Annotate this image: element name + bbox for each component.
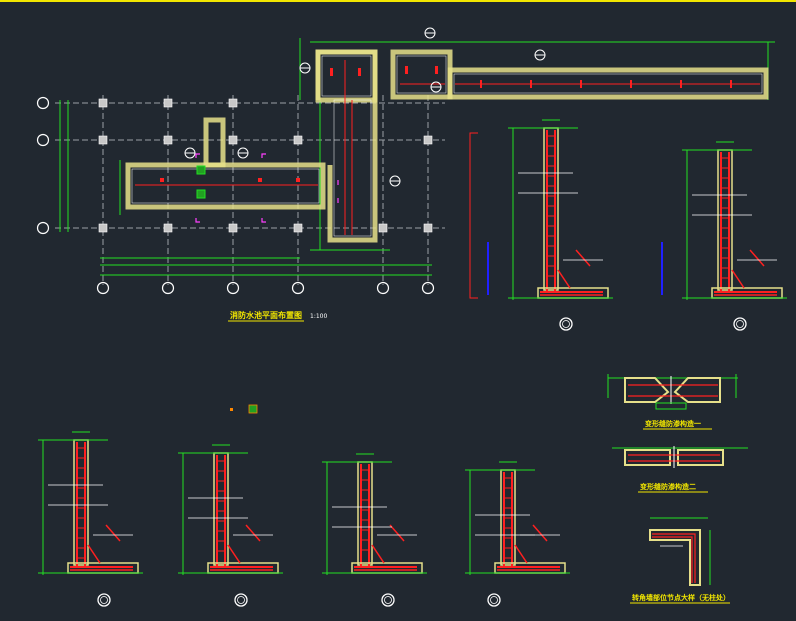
wall-section-4 (178, 444, 283, 607)
section-outline (469, 132, 478, 299)
wall-section-3 (38, 431, 143, 607)
wall-section-5 (322, 453, 427, 607)
drainage-pits (196, 165, 206, 199)
wall-sections (38, 119, 787, 607)
plan-view: 消防水池平面布置图 1:100 (36, 27, 775, 322)
wall-section-6 (465, 461, 570, 607)
wall-section-2 (682, 141, 787, 331)
tank-walls-inner (131, 55, 763, 237)
tank-walls (125, 49, 769, 243)
joint-details: 变形缝防渗构造一 变形缝防渗构造二 转角墙部位节点大样（无柱处） (607, 374, 748, 604)
section-cut-markers (195, 153, 339, 223)
corner-detail: 转角墙部位节点大样（无柱处） (630, 517, 730, 604)
stray-marker (230, 404, 258, 414)
corner-detail-title: 转角墙部位节点大样（无柱处） (632, 593, 730, 602)
columns (98, 98, 433, 233)
joint-detail-2-title: 变形缝防渗构造二 (640, 482, 696, 491)
plan-scale: 1:100 (310, 313, 327, 320)
axis-bubbles-bottom (96, 281, 435, 295)
grid-axes (55, 95, 445, 285)
plan-dimension-lines (59, 38, 775, 276)
plan-column-marks (160, 66, 732, 182)
joint-detail-1: 变形缝防渗构造一 (607, 374, 738, 430)
joint-detail-2: 变形缝防渗构造二 (612, 446, 748, 493)
joint-detail-1-title: 变形缝防渗构造一 (645, 419, 701, 428)
wall-section-1 (508, 119, 613, 331)
plan-title: 消防水池平面布置图 (230, 310, 302, 320)
axis-bubbles-left (36, 96, 50, 235)
plan-rebar (135, 60, 760, 235)
section-symbols (184, 27, 546, 187)
